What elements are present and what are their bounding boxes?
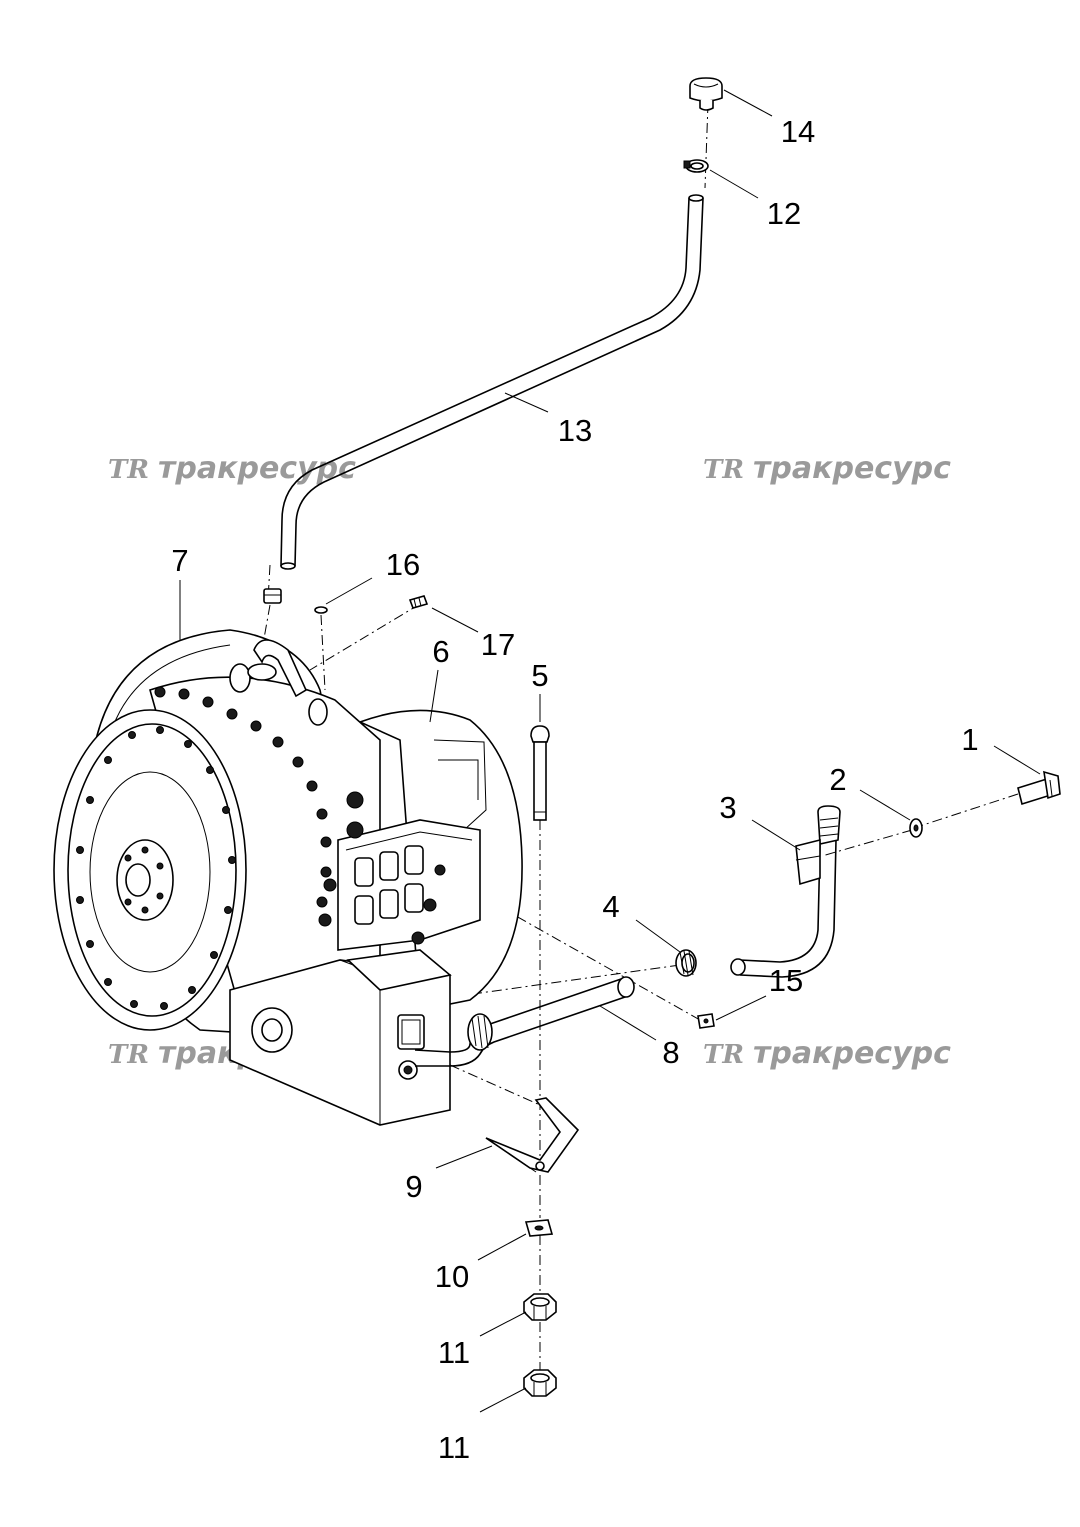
callout-12: 12 (767, 196, 801, 231)
leader-lines (179, 89, 1041, 1413)
watermark-text: тракресурс (158, 451, 356, 486)
mounting-bracket (485, 1097, 580, 1173)
callout-2: 2 (829, 762, 846, 797)
hex-bolt (1017, 770, 1061, 806)
callout-7: 7 (171, 543, 188, 578)
callout-16: 16 (386, 547, 420, 582)
hose-clamp-small (683, 159, 709, 173)
watermark-bottom-right: TR тракресурс (703, 1036, 951, 1071)
plug-screw (408, 595, 429, 609)
o-ring (314, 606, 328, 614)
breather-hose (280, 194, 704, 570)
watermark-logo: TR (703, 1040, 744, 1070)
callout-10: 10 (435, 1259, 469, 1294)
callout-4: 4 (602, 889, 619, 924)
watermark-logo: TR (703, 455, 744, 485)
callout-5: 5 (531, 658, 548, 693)
watermark-text: тракресурс (753, 1036, 951, 1071)
assembly-axes (257, 102, 1019, 1372)
hex-nut-lower (523, 1369, 557, 1397)
filler-tube (730, 805, 841, 978)
hex-nut-upper (523, 1293, 557, 1321)
callout-9: 9 (405, 1169, 422, 1204)
fill-hose (414, 976, 635, 1067)
watermark-top-left: TR тракресурс (108, 451, 356, 486)
callout-6: 6 (432, 634, 449, 669)
callout-1: 1 (961, 722, 978, 757)
callout-labels: 14 12 13 7 16 17 6 5 1 2 3 4 15 8 9 10 1… (171, 114, 978, 1465)
watermark-logo: TR (108, 1040, 149, 1070)
callout-13: 13 (558, 413, 592, 448)
callout-14: 14 (781, 114, 815, 149)
long-bolt (530, 725, 550, 821)
square-washer (524, 1219, 554, 1237)
watermark-text: тракресурс (753, 451, 951, 486)
callout-11-lower: 11 (438, 1430, 470, 1465)
watermark-logo: TR (108, 455, 149, 485)
hose-fitting (263, 588, 282, 604)
washer (909, 818, 923, 838)
watermark-top-right: TR тракресурс (703, 451, 951, 486)
transmission-assembly (53, 629, 523, 1126)
callout-17: 17 (481, 627, 515, 662)
clip (697, 1013, 715, 1029)
callout-8: 8 (662, 1035, 679, 1070)
hose-clamp (675, 949, 697, 977)
callout-3: 3 (719, 790, 736, 825)
callout-15: 15 (769, 963, 803, 998)
callout-11-upper: 11 (438, 1335, 470, 1370)
breather-cap (689, 77, 723, 111)
